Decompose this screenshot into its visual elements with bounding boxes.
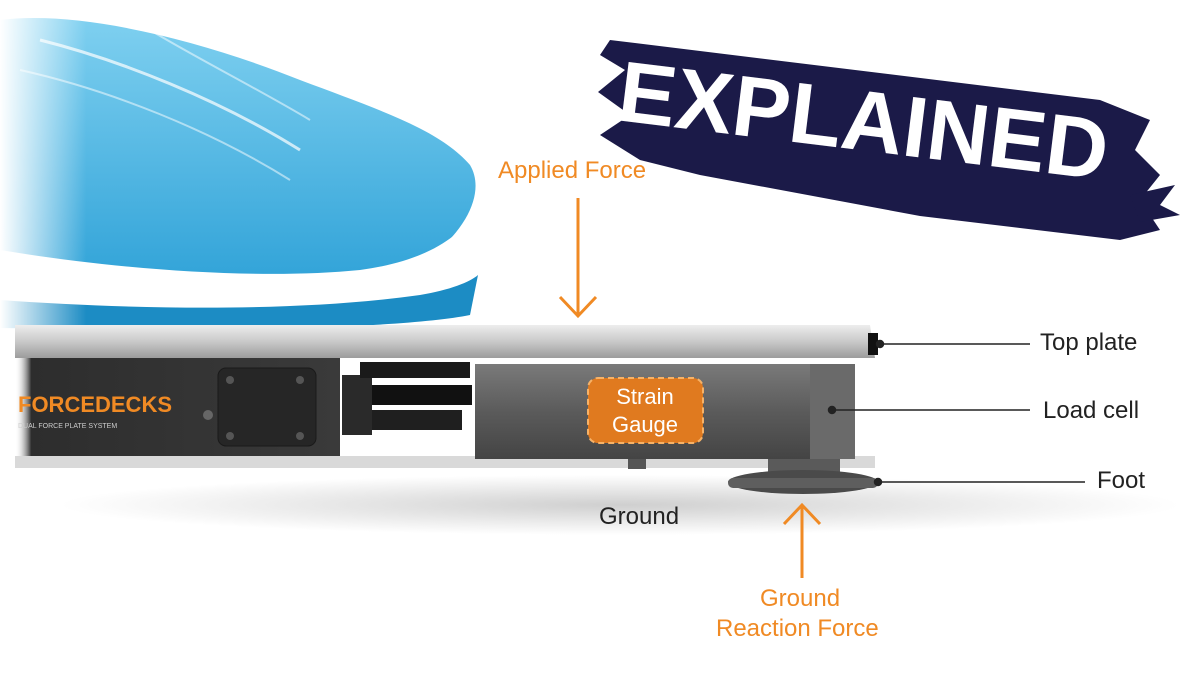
strain-gauge: Strain Gauge — [588, 378, 703, 443]
brand-tagline: DUAL FORCE PLATE SYSTEM — [18, 423, 117, 430]
applied-force-label: Applied Force — [498, 157, 646, 185]
down-arrow-icon — [560, 198, 596, 316]
strain-gauge-label-line2: Gauge — [612, 412, 678, 437]
strain-gauge-label-line1: Strain — [616, 384, 673, 409]
grf-label-line2: Reaction Force — [716, 615, 879, 643]
top-plate-label: Top plate — [1040, 329, 1137, 357]
foot-label: Foot — [1097, 467, 1145, 495]
ground-label: Ground — [599, 503, 679, 531]
cable-connector — [342, 362, 472, 435]
banner: EXPLAINED — [598, 40, 1180, 240]
electronics-box: FORCEDECKS DUAL FORCE PLATE SYSTEM — [15, 358, 340, 456]
brand-name: FORCEDECKS — [18, 392, 172, 417]
grf-label-line1: Ground — [760, 585, 840, 613]
shoe-illustration — [0, 0, 480, 340]
load-cell-label: Load cell — [1043, 397, 1139, 425]
top-plate — [15, 325, 878, 358]
